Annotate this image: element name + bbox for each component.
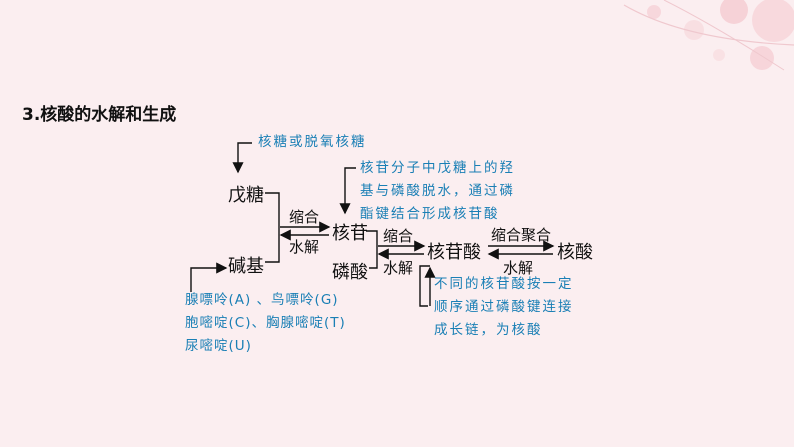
- node-base: 碱基: [228, 256, 264, 277]
- note-bases-line: 尿嘧啶(U): [185, 338, 252, 354]
- node-nucleic-acid: 核酸: [557, 242, 593, 263]
- note-nucleotide: 不同的核苷酸按一定 顺序通过磷酸键连接 成长链，为核酸: [434, 273, 574, 342]
- node-nucleotide: 核苷酸: [427, 242, 481, 263]
- cherry-blossom-decoration: [623, 0, 794, 71]
- nucleotide-note-arrow: [419, 265, 430, 307]
- node-phosphate: 磷酸: [332, 262, 368, 283]
- node-nucleoside: 核苷: [332, 223, 368, 244]
- pentose-base-bracket: [265, 192, 280, 263]
- note-nucleotide-line: 成长链，为核酸: [434, 322, 543, 338]
- note-nucleoside-line: 基与磷酸脱水，通过磷: [360, 183, 515, 199]
- note-nucleoside-line: 酯键结合形成核苷酸: [360, 206, 500, 222]
- sugar-note-arrow: [232, 142, 252, 174]
- note-sugar: 核糖或脱氧核糖: [258, 134, 367, 150]
- node-pentose: 戊糖: [228, 185, 264, 206]
- note-nucleoside-line: 核苷分子中戊糖上的羟: [360, 160, 515, 176]
- label-condense2: 缩合: [383, 227, 414, 245]
- section-title: 3.核酸的水解和生成: [22, 105, 177, 125]
- note-nucleotide-line: 顺序通过磷酸键连接: [434, 299, 574, 315]
- note-bases: 腺嘌呤(A) 、鸟嘌呤(G) 胞嘧啶(C)、胸腺嘧啶(T) 尿嘧啶(U): [185, 289, 346, 358]
- label-hydrolysis1: 水解: [289, 238, 320, 256]
- note-nucleotide-line: 不同的核苷酸按一定: [434, 276, 574, 292]
- base-note-arrow: [190, 262, 228, 292]
- label-hydrolysis3: 水解: [503, 259, 534, 277]
- note-bases-line: 腺嘌呤(A) 、鸟嘌呤(G): [185, 292, 339, 308]
- note-nucleoside: 核苷分子中戊糖上的羟 基与磷酸脱水，通过磷 酯键结合形成核苷酸: [360, 157, 515, 226]
- nucleoside-note-arrow: [339, 167, 356, 215]
- nucleoside-phosphate-bracket: [366, 230, 378, 269]
- label-polycondense: 缩合聚合: [491, 226, 552, 244]
- label-condense1: 缩合: [289, 208, 320, 226]
- note-bases-line: 胞嘧啶(C)、胸腺嘧啶(T): [185, 315, 346, 331]
- label-hydrolysis2: 水解: [383, 259, 414, 277]
